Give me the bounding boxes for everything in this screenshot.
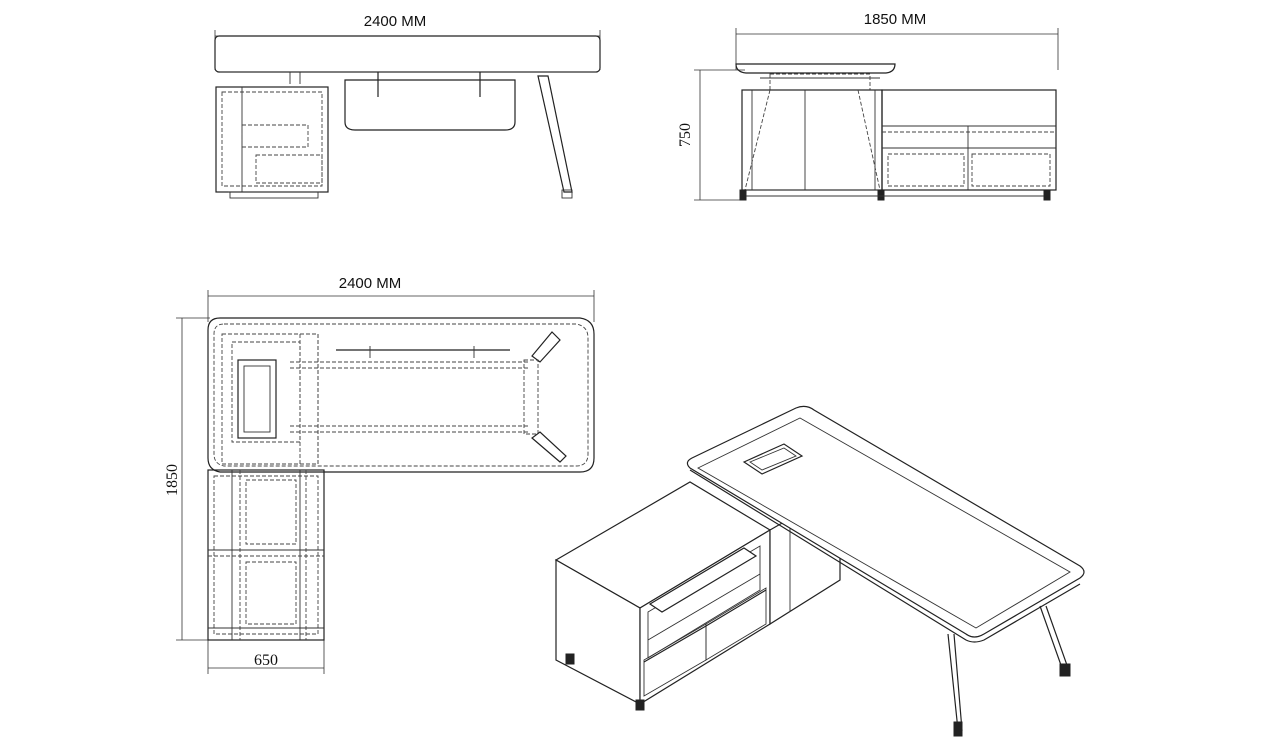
front-view: 2400 MM [214, 13, 601, 199]
side-width-label: 1850 MM [864, 11, 927, 28]
top-depth-label: 1850 [164, 464, 181, 496]
perspective-view [554, 405, 1085, 737]
front-width-label: 2400 MM [364, 13, 427, 30]
top-width-label: 2400 MM [339, 275, 402, 292]
top-view: 2400 MM 1850 650 [164, 275, 595, 674]
side-height-label: 750 [677, 123, 694, 147]
side-view: 1850 MM 750 [677, 11, 1059, 201]
top-return-width-label: 650 [254, 652, 278, 669]
